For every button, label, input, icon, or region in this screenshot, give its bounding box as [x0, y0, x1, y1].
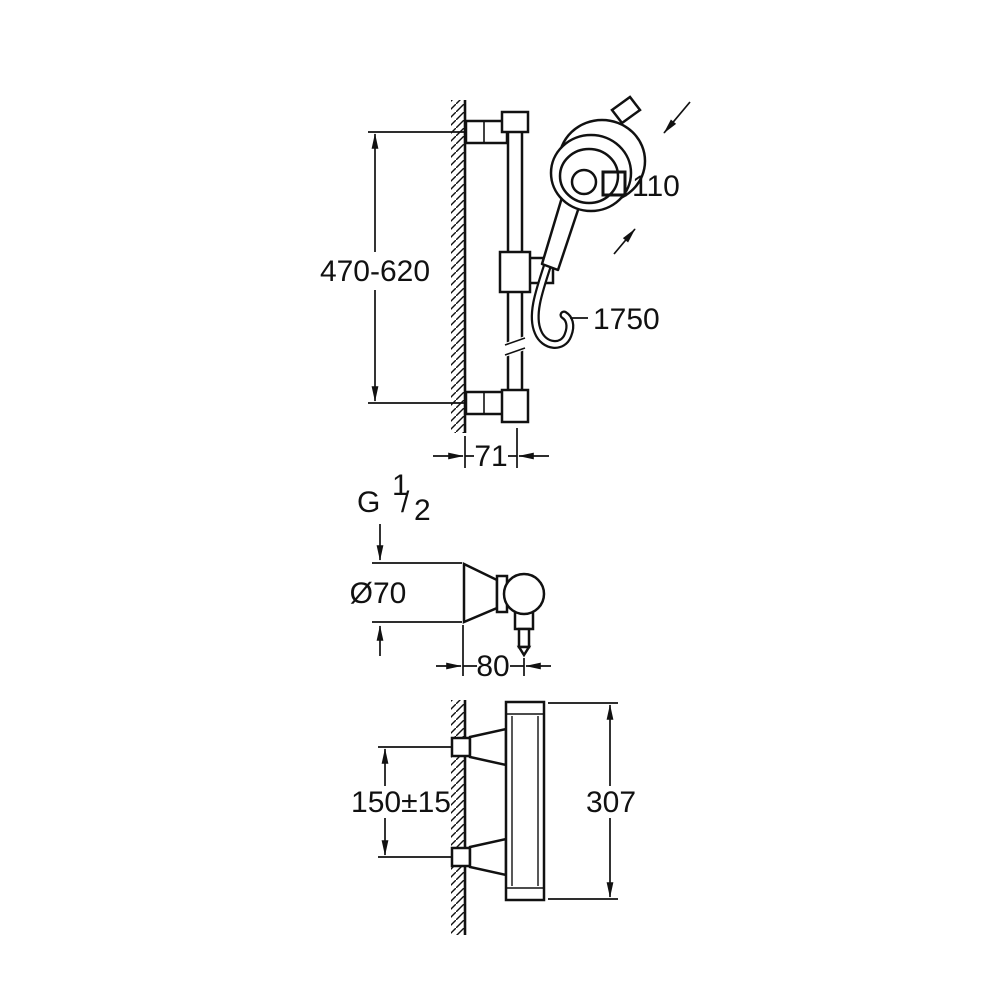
shower-head-center	[570, 168, 598, 196]
projection-label: 80	[476, 650, 509, 683]
dim-head-size: 110	[601, 101, 691, 255]
thermostat-front-view	[450, 700, 546, 902]
dim-escutcheon-diameter: Ø70	[350, 562, 462, 656]
glider	[498, 250, 532, 294]
square-symbol-icon	[601, 170, 627, 197]
dim-thread: G 1 / 2	[357, 469, 431, 561]
union-nut-top	[450, 736, 472, 758]
wall-section-bottom	[451, 700, 467, 935]
shower-head-nub	[610, 95, 642, 125]
thread-denominator-label: 2	[414, 494, 431, 527]
rail-bottom-cap	[500, 388, 530, 424]
rail-top-cap	[500, 110, 530, 134]
thread-letter-label: G	[357, 486, 380, 519]
dim-body-height: 307	[548, 702, 636, 900]
thermostat-side-view	[462, 562, 546, 658]
body-height-label: 307	[586, 786, 636, 819]
thread-numerator-label: 1	[392, 469, 409, 502]
dim-rail-height: 470-620	[320, 131, 466, 404]
dim-projection: 80	[436, 625, 551, 683]
rail-break	[505, 336, 525, 357]
escutcheon-side	[462, 562, 499, 624]
outlet-stem	[517, 627, 531, 649]
escutcheon-top	[468, 727, 508, 767]
head-size-label: 110	[632, 170, 680, 203]
dim-wall-offset: 71	[433, 428, 549, 473]
connection-spacing-label: 150±15	[351, 786, 451, 819]
rail-height-label: 470-620	[320, 255, 430, 288]
shower-head-ring	[558, 147, 620, 205]
wall-hatch-bottom	[451, 700, 465, 935]
outlet-tip	[516, 645, 532, 658]
shower-rail	[464, 110, 555, 424]
hose-length-label: 1750	[593, 303, 660, 336]
escutcheon-bottom	[468, 837, 508, 877]
escutcheon-diameter-label: Ø70	[350, 577, 407, 610]
valve-body-round	[502, 572, 546, 616]
thread-slash-label: /	[401, 486, 410, 519]
wall-section-top	[451, 100, 467, 433]
wall-hatch-top	[451, 100, 465, 433]
union-nut-bottom	[450, 846, 472, 868]
dim-connection-spacing: 150±15	[351, 746, 452, 858]
dim-hose-length: 1750	[570, 303, 660, 336]
wall-offset-label: 71	[474, 440, 507, 473]
hand-shower	[530, 95, 647, 349]
